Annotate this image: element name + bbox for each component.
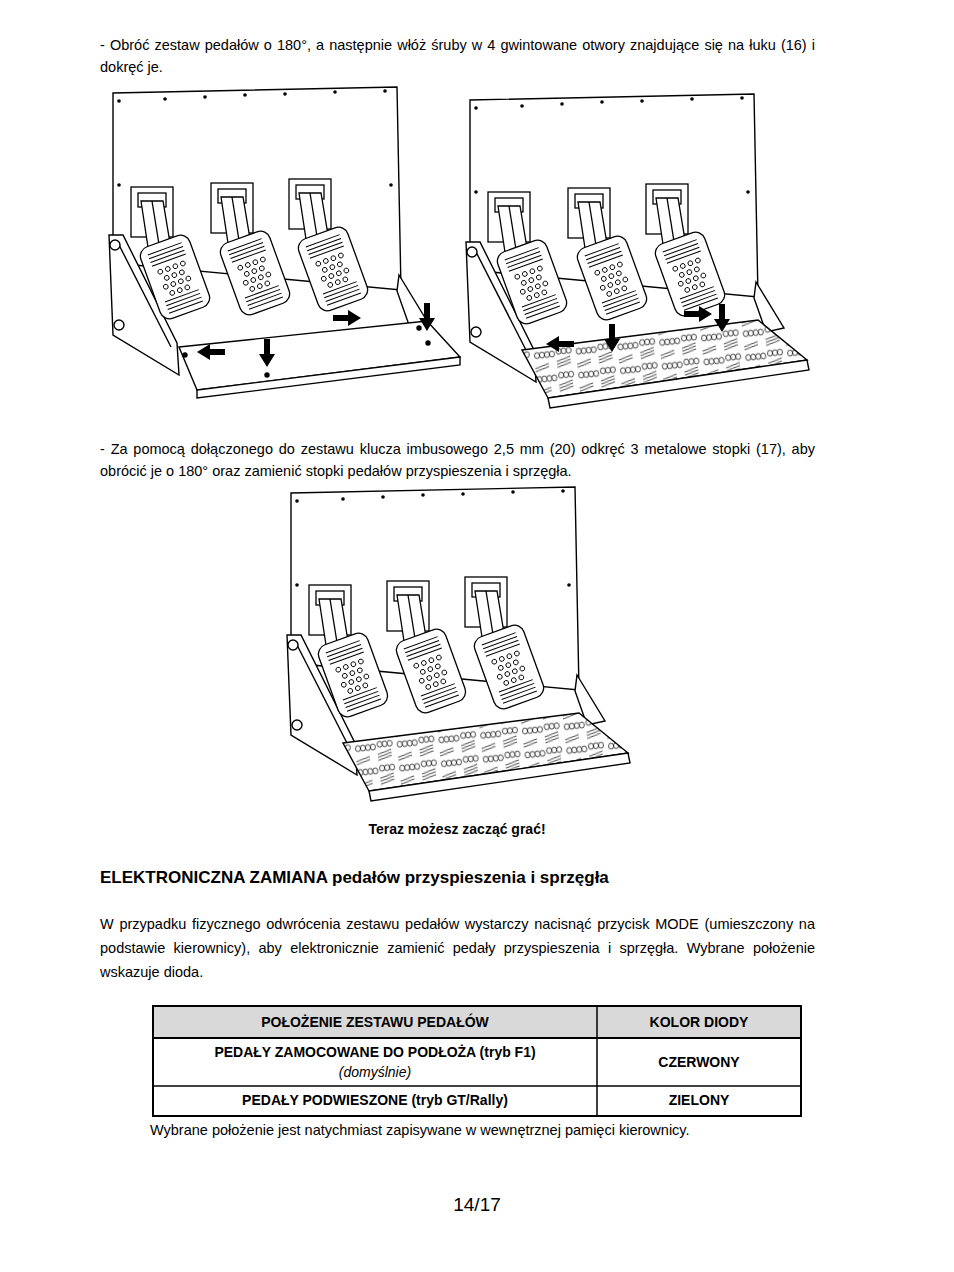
- instruction-text: - Obróć zestaw pedałów o 180°, a następn…: [100, 34, 815, 78]
- table-cell: CZERWONY: [599, 1052, 799, 1072]
- body-text: W przypadku fizycznego odwrócenia zestaw…: [100, 912, 815, 984]
- table-cell: (domyślnie): [155, 1062, 595, 1082]
- page-number: 14/17: [400, 1193, 554, 1217]
- pedal-set-figure: [287, 487, 630, 801]
- table-grid: [153, 1006, 801, 1116]
- table-cell: PEDAŁY PODWIESZONE (tryb GT/Rally): [155, 1090, 595, 1110]
- section-heading: ELEKTRONICZNA ZAMIANA pedałów przyspiesz…: [100, 867, 815, 889]
- table-header: POŁOŻENIE ZESTAWU PEDAŁÓW: [155, 1012, 595, 1032]
- pedal-set-figure: [109, 87, 460, 398]
- table-cell: PEDAŁY ZAMOCOWANE DO PODŁOŻA (tryb F1): [155, 1042, 595, 1062]
- figure-caption: Teraz możesz zacząć grać!: [257, 818, 657, 840]
- table-note: Wybrane położenie jest natychmiast zapis…: [150, 1120, 810, 1140]
- table-header: KOLOR DIODY: [599, 1012, 799, 1032]
- instruction-text: - Za pomocą dołączonego do zestawu klucz…: [100, 438, 815, 482]
- table-cell: ZIELONY: [599, 1090, 799, 1110]
- pedal-set-figure: [466, 94, 809, 408]
